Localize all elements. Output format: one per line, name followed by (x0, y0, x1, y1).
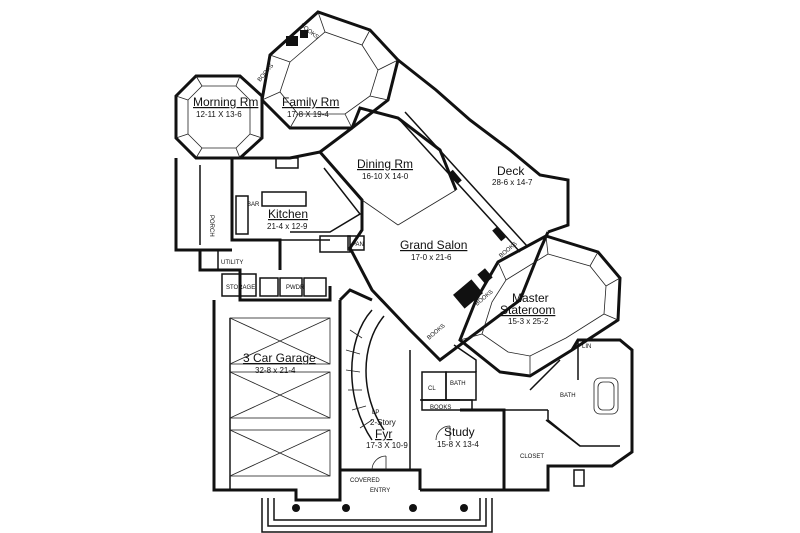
dining-and-salon-walls (318, 106, 550, 362)
label-study: Study (444, 425, 475, 439)
label-dining-room: Dining Rm (357, 157, 413, 171)
dims-garage: 32-8 x 21-4 (255, 366, 296, 375)
label-entry: ENTRY (370, 488, 390, 494)
label-lp: LP (372, 410, 379, 416)
dims-study: 15-8 X 13-4 (437, 440, 479, 449)
garage-walls (212, 300, 342, 502)
deck-outline (397, 58, 570, 234)
label-lin: LIN (582, 344, 591, 350)
label-foyer-line1: 2-Story (370, 418, 396, 427)
label-grand-salon: Grand Salon (400, 238, 467, 252)
label-books-study: BOOKS (430, 405, 451, 411)
dims-morning-room: 12-11 X 13-6 (196, 110, 242, 119)
dims-dining-room: 16-10 X 14-0 (362, 172, 409, 181)
label-garage: 3 Car Garage (243, 351, 316, 365)
dims-kitchen: 21-4 x 12-9 (267, 222, 308, 231)
label-pan: PAN (352, 242, 364, 248)
master-bath-walls (502, 338, 634, 492)
label-deck: Deck (497, 164, 525, 178)
label-books-salon-c: BOOKS (426, 323, 446, 341)
kitchen-walls (196, 150, 365, 270)
dims-family-room: 17-8 X 19-4 (287, 110, 329, 119)
morning-room-walls (174, 74, 264, 160)
dims-grand-salon: 17-0 x 21-6 (411, 253, 452, 262)
study-walls (420, 344, 506, 492)
label-porch: PORCH (208, 215, 214, 237)
label-master-line2: Stateroom (500, 303, 555, 317)
label-storage: STORAGE (226, 285, 255, 291)
annotation-labels: BOOKS BOOKS PORCH BAR PAN UTILITY STORAG… (208, 23, 591, 494)
label-master-line1: Master (512, 291, 549, 305)
label-cl: CL (428, 386, 436, 392)
label-bath-master: BATH (560, 393, 576, 399)
dims-foyer: 17-3 X 10-9 (366, 441, 408, 450)
foyer-walls (338, 288, 422, 490)
family-room-walls (260, 10, 400, 130)
dims-master: 15-3 x 25-2 (508, 317, 549, 326)
label-family-room: Family Rm (282, 95, 339, 109)
service-walls (198, 250, 332, 302)
dims-deck: 28-6 x 14-7 (492, 178, 533, 187)
label-kitchen: Kitchen (268, 207, 308, 221)
room-labels: Morning Rm 12-11 X 13-6 Family Rm 17-8 X… (193, 95, 555, 450)
label-foyer: Fyr (375, 427, 392, 441)
label-morning-room: Morning Rm (193, 95, 258, 109)
label-pwdr: PWDR (286, 285, 305, 291)
label-covered: COVERED (350, 478, 380, 484)
label-bath: BATH (450, 381, 466, 387)
label-bar: BAR (247, 202, 260, 208)
label-utility: UTILITY (221, 260, 243, 266)
covered-entry (261, 498, 493, 533)
porch-walls (174, 158, 232, 252)
label-closet: CLOSET (520, 454, 544, 460)
